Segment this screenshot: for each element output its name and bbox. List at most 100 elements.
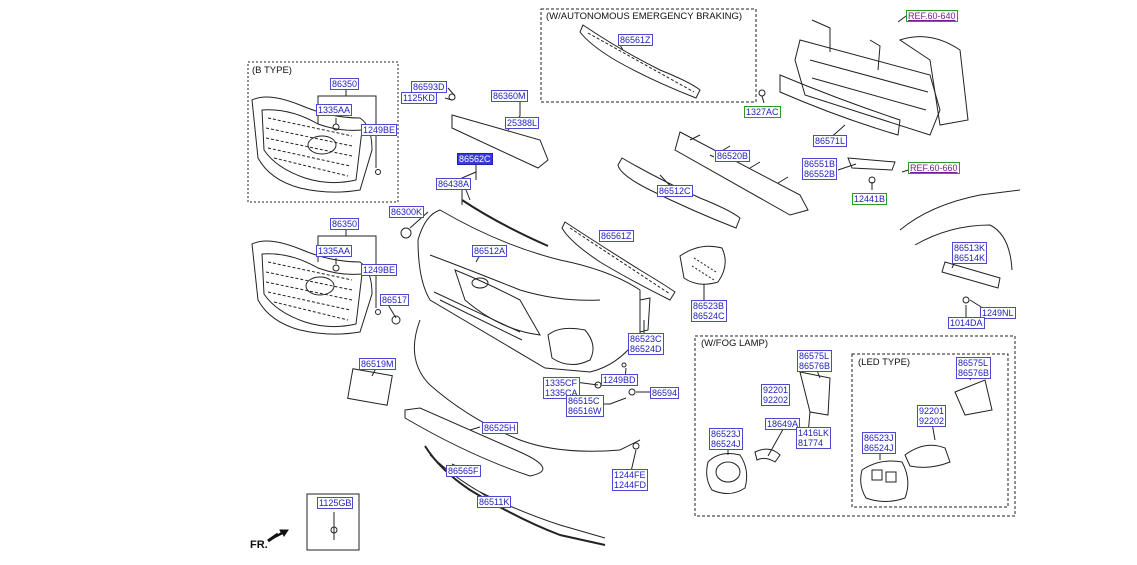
part-1416lk: 1416LK bbox=[798, 428, 830, 438]
b-type-title: (B TYPE) bbox=[252, 65, 292, 76]
part-86524c: 86524C bbox=[693, 311, 725, 321]
beam-bracket bbox=[847, 157, 896, 171]
part-86519m[interactable]: 86519M bbox=[359, 358, 396, 370]
part-86513k: 86513K bbox=[954, 243, 986, 253]
led-type-title: (LED TYPE) bbox=[858, 357, 911, 368]
part-86512a[interactable]: 86512A bbox=[472, 245, 508, 257]
part-1335cf: 1335CF bbox=[545, 378, 578, 388]
part-1125gb[interactable]: 1125GB bbox=[317, 497, 354, 509]
part-86512c[interactable]: 86512C bbox=[657, 185, 693, 197]
b-type-frame bbox=[247, 61, 399, 203]
part-86523j: 86523J bbox=[864, 433, 894, 443]
fog-lamp-title: (W/FOG LAMP) bbox=[701, 338, 769, 349]
part-86517[interactable]: 86517 bbox=[380, 294, 410, 306]
part-92201-92202[interactable]: 92201 92202 bbox=[917, 405, 947, 427]
part-86524j: 86524J bbox=[864, 443, 894, 453]
part-86520b[interactable]: 86520B bbox=[715, 150, 751, 162]
part-92202: 92202 bbox=[919, 416, 945, 426]
part-92201: 92201 bbox=[763, 385, 789, 395]
part-86523j-86524j[interactable]: 86523J 86524J bbox=[862, 432, 896, 454]
part-86516w: 86516W bbox=[568, 406, 602, 416]
part-86524d: 86524D bbox=[630, 344, 662, 354]
part-1335ca: 1335CA bbox=[545, 388, 578, 398]
part-86523j-86524j[interactable]: 86523J 86524J bbox=[709, 428, 743, 450]
part-1244fe: 1244FE bbox=[614, 470, 646, 480]
part-86561z[interactable]: 86561Z bbox=[599, 230, 634, 242]
part-1327ac[interactable]: 1327AC bbox=[744, 106, 781, 118]
energy-absorber bbox=[674, 131, 809, 216]
part-86511k[interactable]: 86511K bbox=[477, 496, 512, 508]
part-86350[interactable]: 86350 bbox=[330, 78, 360, 90]
fog-cover bbox=[679, 245, 726, 285]
hardware-box bbox=[306, 493, 360, 551]
part-1249nl[interactable]: 1249NL bbox=[980, 307, 1016, 319]
part-1335aa[interactable]: 1335AA bbox=[316, 104, 353, 116]
part-86523c: 86523C bbox=[630, 334, 662, 344]
part-86575l-86576b[interactable]: 86575L 86576B bbox=[797, 350, 833, 372]
part-1249be[interactable]: 1249BE bbox=[361, 124, 398, 136]
part-1125kd[interactable]: 1125KD bbox=[401, 92, 437, 104]
fog-lamp-frame bbox=[694, 335, 1016, 517]
part-92201: 92201 bbox=[919, 406, 945, 416]
part-86552b: 86552B bbox=[804, 169, 836, 179]
part-86523b: 86523B bbox=[693, 301, 725, 311]
part-86575l: 86575L bbox=[799, 351, 830, 361]
part-86575l: 86575L bbox=[958, 358, 989, 368]
part-92201-92202[interactable]: 92201 92202 bbox=[761, 384, 791, 406]
part-86551b-86552b[interactable]: 86551B 86552B bbox=[802, 158, 838, 180]
ref-60-660-link[interactable]: REF.60-660 bbox=[908, 162, 960, 174]
part-86525h[interactable]: 86525H bbox=[482, 422, 518, 434]
part-86523b-86524c[interactable]: 86523B 86524C bbox=[691, 300, 727, 322]
part-1335cf-1335ca[interactable]: 1335CF 1335CA bbox=[543, 377, 580, 399]
back-beam-assembly bbox=[779, 19, 969, 136]
part-1244fd: 1244FD bbox=[614, 480, 647, 490]
aeb-frame bbox=[540, 8, 757, 103]
part-1416lk-81774[interactable]: 1416LK 81774 bbox=[796, 427, 832, 449]
part-1244fe-1244fd[interactable]: 1244FE 1244FD bbox=[612, 469, 649, 491]
part-86523c-86524d[interactable]: 86523C 86524D bbox=[628, 333, 664, 355]
led-fog-lamp-assembly bbox=[860, 379, 993, 502]
part-86576b: 86576B bbox=[799, 361, 831, 371]
part-86300k[interactable]: 86300K bbox=[389, 206, 425, 218]
fender-outline bbox=[899, 189, 1021, 271]
part-86571l[interactable]: 86571L bbox=[813, 135, 848, 147]
fender-bracket bbox=[941, 261, 1001, 289]
part-92202: 92202 bbox=[763, 395, 789, 405]
fog-lamp-assembly bbox=[706, 371, 831, 494]
part-86523j: 86523J bbox=[711, 429, 741, 439]
lower-strip bbox=[404, 407, 544, 477]
part-86514k: 86514K bbox=[954, 253, 986, 263]
part-86562c[interactable]: 86562C bbox=[457, 153, 493, 165]
part-25388l[interactable]: 25388L bbox=[505, 117, 540, 129]
grille-b-type-top bbox=[251, 96, 373, 193]
part-86350[interactable]: 86350 bbox=[330, 218, 360, 230]
aeb-title: (W/AUTONOMOUS EMERGENCY BRAKING) bbox=[546, 11, 742, 22]
part-1249be[interactable]: 1249BE bbox=[361, 264, 398, 276]
part-86515c-86516w[interactable]: 86515C 86516W bbox=[566, 395, 604, 417]
side-bracket bbox=[639, 297, 651, 333]
part-86565f[interactable]: 86565F bbox=[446, 465, 481, 477]
part-86576b: 86576B bbox=[958, 368, 990, 378]
led-type-frame bbox=[851, 353, 1009, 508]
part-86575l-86576b[interactable]: 86575L 86576B bbox=[956, 357, 992, 379]
part-86594[interactable]: 86594 bbox=[650, 387, 680, 399]
part-12441b[interactable]: 12441B bbox=[852, 193, 888, 205]
part-1335aa[interactable]: 1335AA bbox=[316, 245, 353, 257]
part-81774: 81774 bbox=[798, 438, 824, 448]
grille-b-type-bottom bbox=[251, 240, 373, 335]
part-1249bd[interactable]: 1249BD bbox=[601, 374, 638, 386]
upper-brace bbox=[451, 114, 549, 169]
ref-60-640-link[interactable]: REF.60-640 bbox=[906, 10, 958, 22]
part-86438a[interactable]: 86438A bbox=[436, 178, 472, 190]
front-direction-label: FR. bbox=[250, 539, 268, 551]
lower-garnish bbox=[561, 221, 676, 301]
part-86513k-86514k[interactable]: 86513K 86514K bbox=[952, 242, 988, 264]
part-86515c: 86515C bbox=[568, 396, 600, 406]
grille-molding bbox=[461, 199, 549, 247]
part-1014da[interactable]: 1014DA bbox=[948, 317, 985, 329]
part-86561z[interactable]: 86561Z bbox=[618, 34, 653, 46]
part-18649a[interactable]: 18649A bbox=[765, 418, 801, 430]
part-86360m[interactable]: 86360M bbox=[491, 90, 528, 102]
